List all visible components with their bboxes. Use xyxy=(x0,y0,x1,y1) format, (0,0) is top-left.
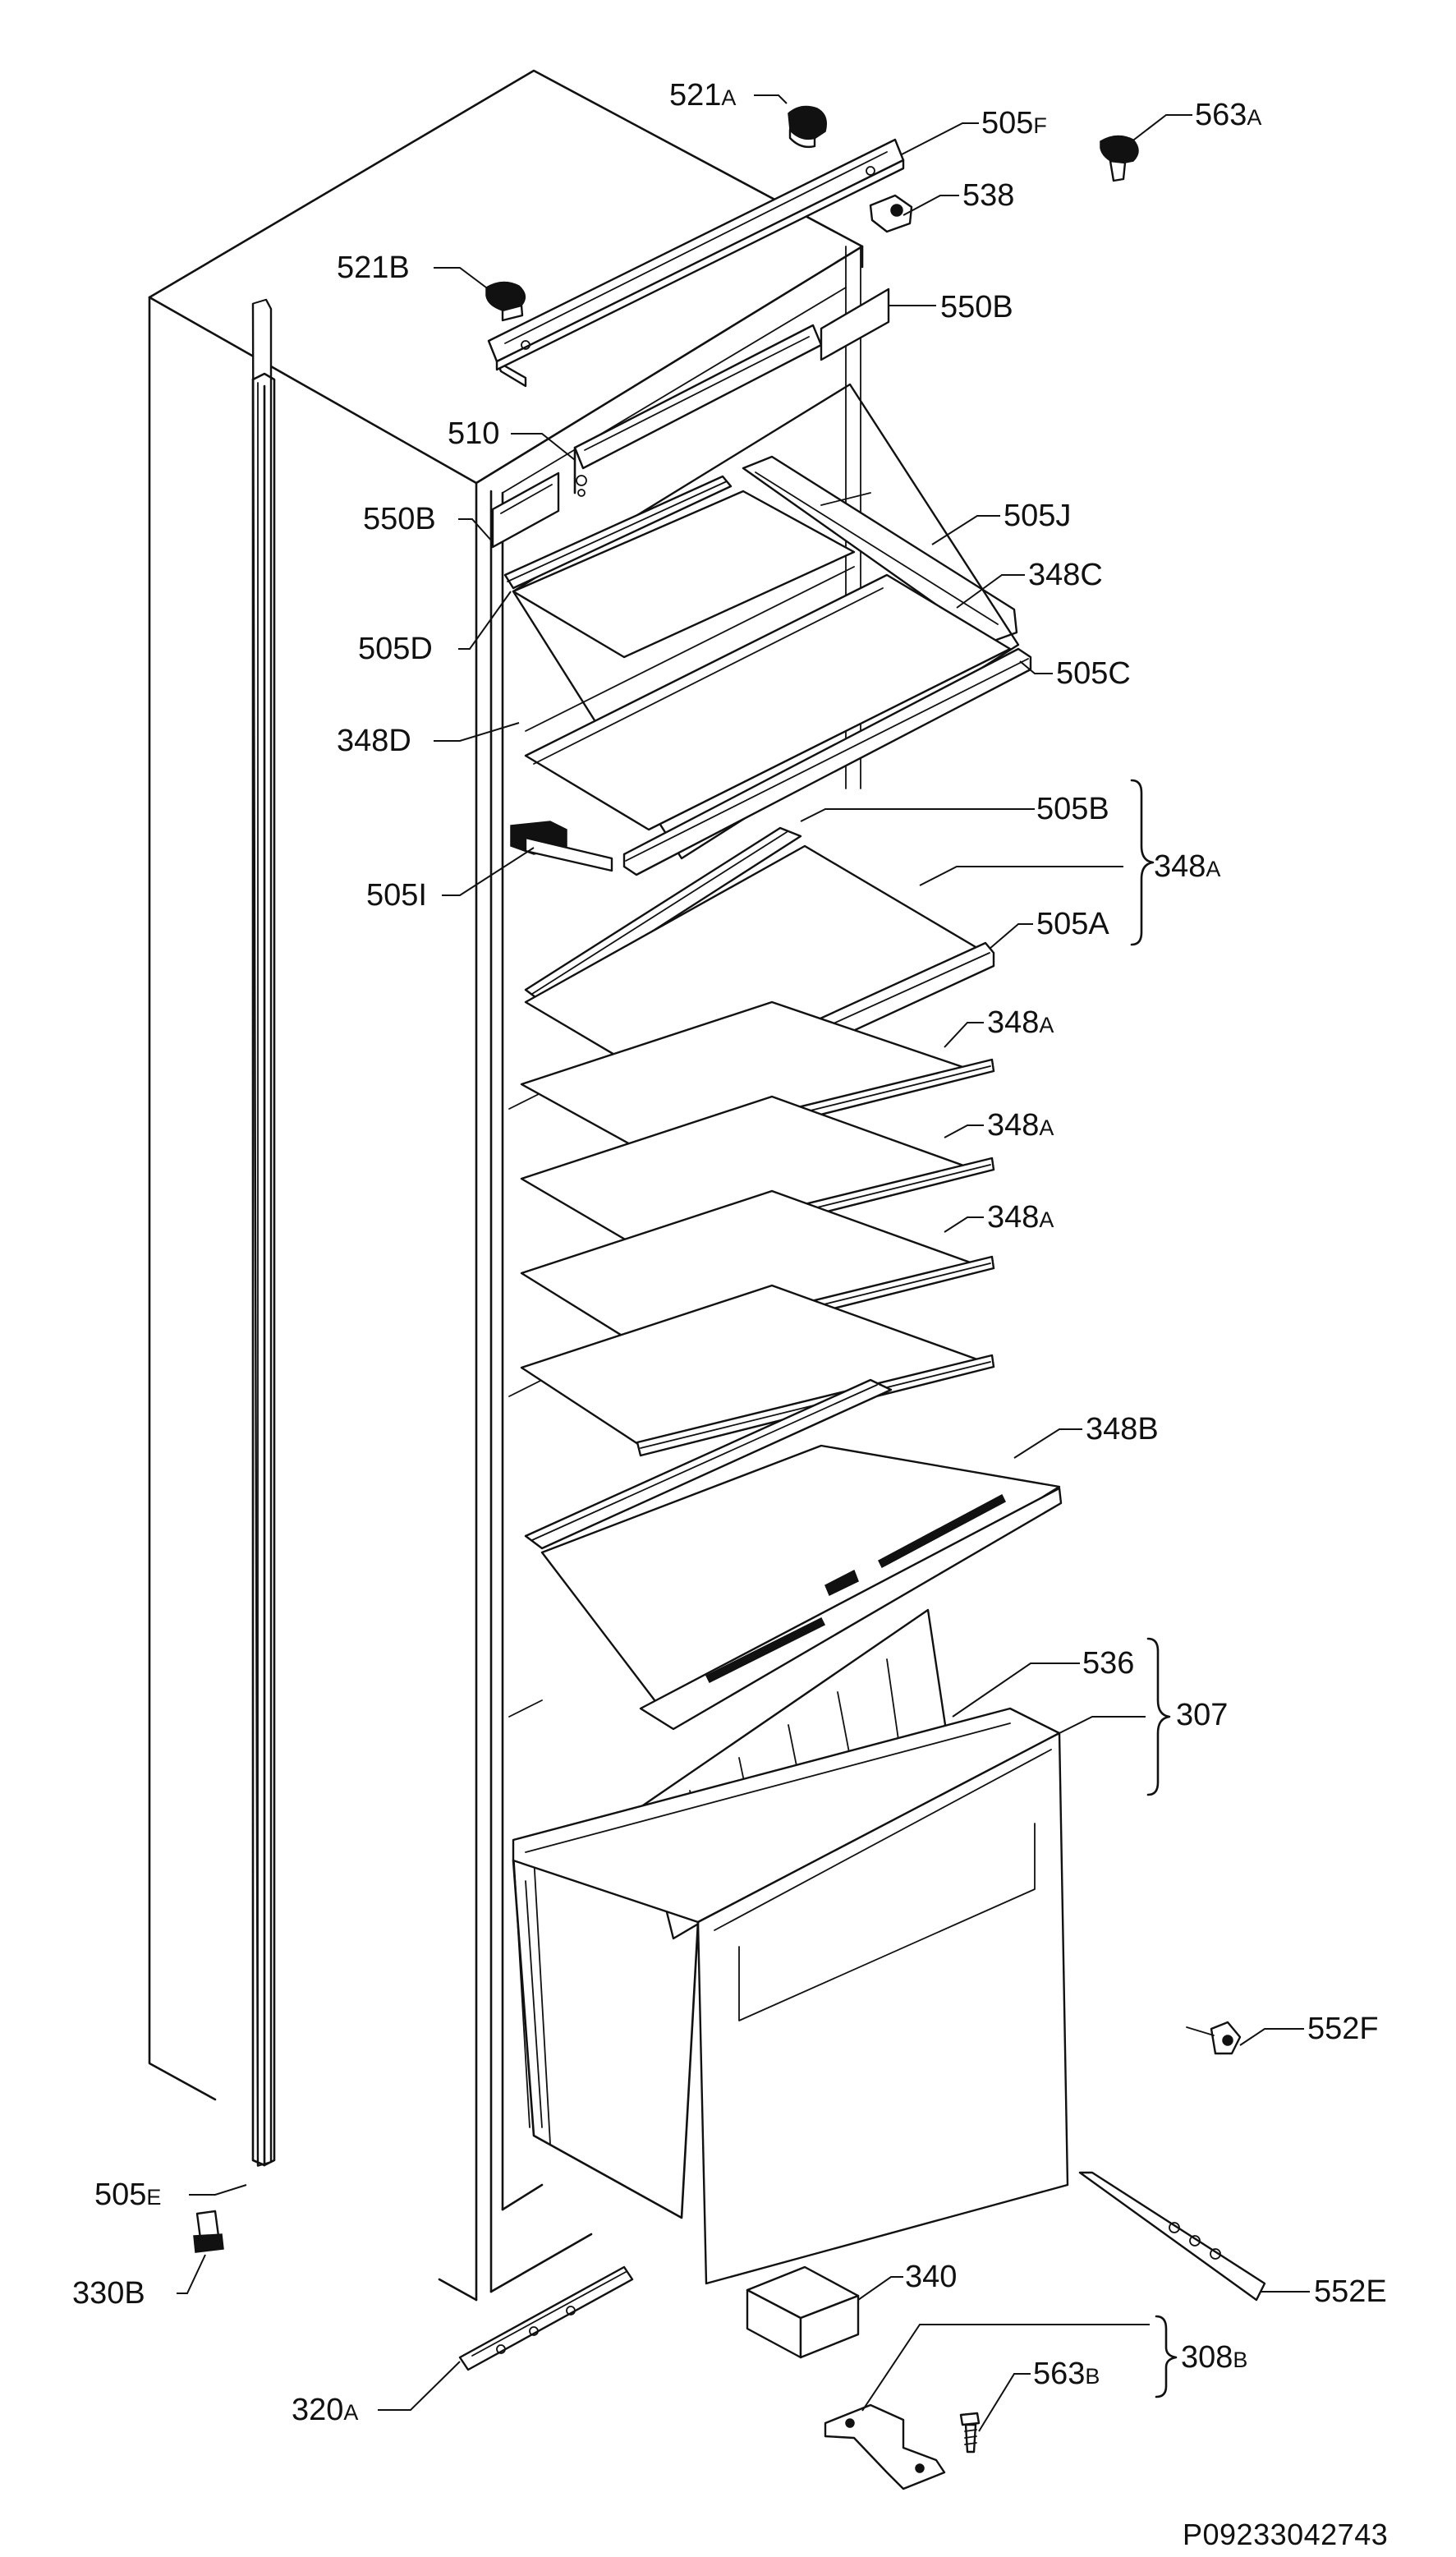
adjustable-foot-330b xyxy=(193,2210,224,2253)
part-labels: 521A 505F 563A 538 521B 550B 510 550B 50… xyxy=(72,78,1387,2427)
crisper-drawer xyxy=(512,1707,1069,2285)
brace-307-group xyxy=(1146,1637,1171,1796)
label-505b: 505B xyxy=(1036,792,1109,826)
label-536: 536 xyxy=(1082,1646,1134,1681)
label-505f: 505F xyxy=(981,106,1047,140)
label-330b: 330B xyxy=(72,2276,145,2311)
bottom-hinge-308b xyxy=(824,2403,946,2490)
label-348a-2: 348A xyxy=(987,1108,1054,1143)
label-348a-group: 348A xyxy=(1154,849,1220,884)
foam-block-340 xyxy=(746,2265,860,2359)
shelf-end-trim-505i xyxy=(510,821,613,872)
screw-563b xyxy=(959,2412,981,2454)
label-563a: 563A xyxy=(1195,98,1261,132)
label-550b-top: 550B xyxy=(940,290,1013,324)
door-seal-strip xyxy=(251,298,276,2167)
leader-lines xyxy=(177,94,1310,2432)
label-552e: 552E xyxy=(1314,2274,1387,2309)
label-521a: 521A xyxy=(669,78,736,113)
label-505i: 505I xyxy=(366,878,427,913)
label-563b: 563B xyxy=(1033,2357,1100,2391)
label-505c: 505C xyxy=(1056,656,1131,691)
label-348a-3: 348A xyxy=(987,1200,1054,1235)
label-505j: 505J xyxy=(1004,499,1071,533)
label-348a-1: 348A xyxy=(987,1005,1054,1040)
brace-308b-group xyxy=(1155,2315,1178,2398)
light-cover-550b-left xyxy=(491,471,560,549)
label-538: 538 xyxy=(962,178,1014,213)
bracket-538 xyxy=(869,194,913,233)
top-hinge-rail xyxy=(487,138,905,388)
top-shelf-side-trim-505d xyxy=(503,475,733,590)
light-cover-550b-right xyxy=(820,287,890,361)
bottom-bracket-320a xyxy=(458,2265,634,2371)
label-552f: 552F xyxy=(1307,2012,1379,2046)
cap-521b xyxy=(485,281,526,322)
label-505e: 505E xyxy=(94,2178,161,2212)
shelf-348b xyxy=(524,1378,1063,1731)
label-550b-left: 550B xyxy=(363,502,436,536)
label-320a: 320A xyxy=(292,2393,358,2427)
label-348b: 348B xyxy=(1086,1412,1159,1446)
label-510: 510 xyxy=(448,416,499,451)
brace-348a-group xyxy=(1130,779,1155,946)
label-348c: 348C xyxy=(1028,558,1103,592)
runner-screw-552f xyxy=(1186,2021,1242,2055)
label-521b: 521B xyxy=(337,251,410,285)
top-shelf-glass-348c xyxy=(512,383,1020,860)
label-505a: 505A xyxy=(1036,907,1109,941)
label-308b: 308B xyxy=(1181,2340,1247,2375)
top-shelf-glass-348d xyxy=(512,490,856,659)
label-505d: 505D xyxy=(358,632,433,666)
cap-521a xyxy=(788,105,827,149)
label-340: 340 xyxy=(905,2260,957,2294)
document-id: P09233042743 xyxy=(1183,2518,1388,2551)
knob-563a xyxy=(1100,135,1139,182)
label-348d: 348D xyxy=(337,724,411,758)
label-307: 307 xyxy=(1176,1698,1228,1732)
drawer-runner-552e xyxy=(1078,2171,1266,2302)
